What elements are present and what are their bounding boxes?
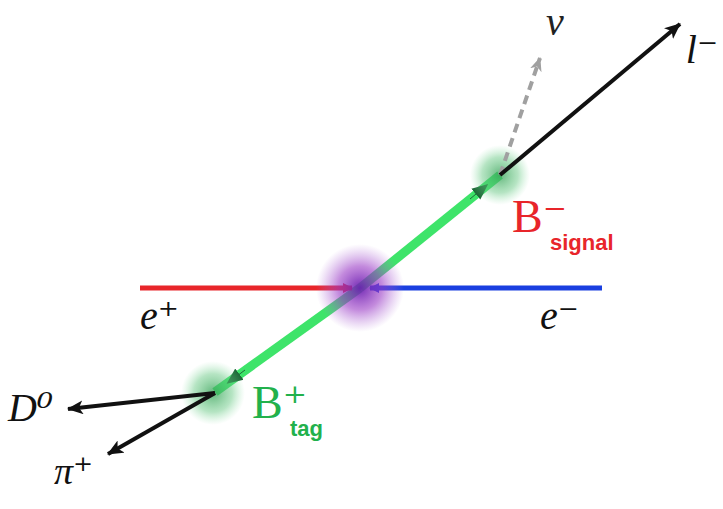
particle-label: D⁰ — [8, 388, 53, 428]
particle-label: l⁻ — [686, 30, 718, 70]
electron-beam — [370, 286, 602, 291]
lepton-track — [500, 24, 680, 175]
pion-track — [108, 393, 215, 454]
particle-label: π⁺ — [54, 452, 93, 490]
particle-label: ν — [546, 2, 564, 42]
collision-point — [316, 244, 404, 332]
subscript-label: tag — [290, 418, 323, 440]
particle-label: e⁻ — [540, 296, 579, 336]
subscript-label: signal — [550, 232, 614, 254]
particle-label: e⁺ — [140, 296, 179, 336]
